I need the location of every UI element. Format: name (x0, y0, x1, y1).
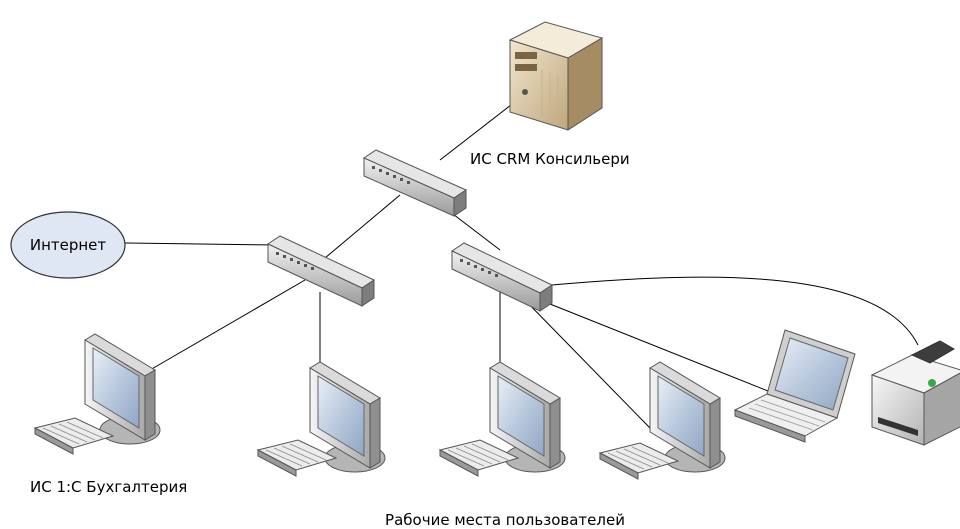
network-switch-icon (266, 235, 376, 307)
link-switch-right-printer (551, 276, 919, 346)
crm-server-label: ИС CRM Консильери (470, 150, 630, 168)
printer-icon (870, 340, 960, 446)
laptop-icon (733, 329, 856, 443)
keyboard-icon (256, 439, 338, 477)
desktop-computer-icon (649, 361, 726, 473)
link-server-switch-top (439, 97, 521, 161)
internet-node (10, 211, 126, 279)
network-switch-icon (362, 149, 468, 217)
link-switch-left-pc1 (149, 279, 306, 371)
keyboard-icon (438, 439, 520, 477)
desktop-computer-icon (489, 361, 566, 473)
link-switch-right-laptop (539, 299, 779, 396)
internet-ellipse-icon (10, 211, 126, 279)
keyboard-icon (598, 442, 680, 480)
accounting-label: ИС 1:С Бухгалтерия (30, 478, 187, 496)
link-switch-right-pc4 (519, 294, 651, 429)
desktop-computer-icon (84, 333, 161, 445)
workstations-label: Рабочие места пользователей (385, 511, 625, 529)
keyboard-icon (33, 417, 115, 455)
network-switch-icon (450, 242, 554, 312)
server-tower-icon (508, 21, 604, 131)
internet-label: Интернет (30, 236, 107, 254)
link-internet-switch-left (123, 242, 279, 246)
status-led-icon (928, 379, 936, 387)
link-switch-top-switch-left (324, 194, 401, 259)
